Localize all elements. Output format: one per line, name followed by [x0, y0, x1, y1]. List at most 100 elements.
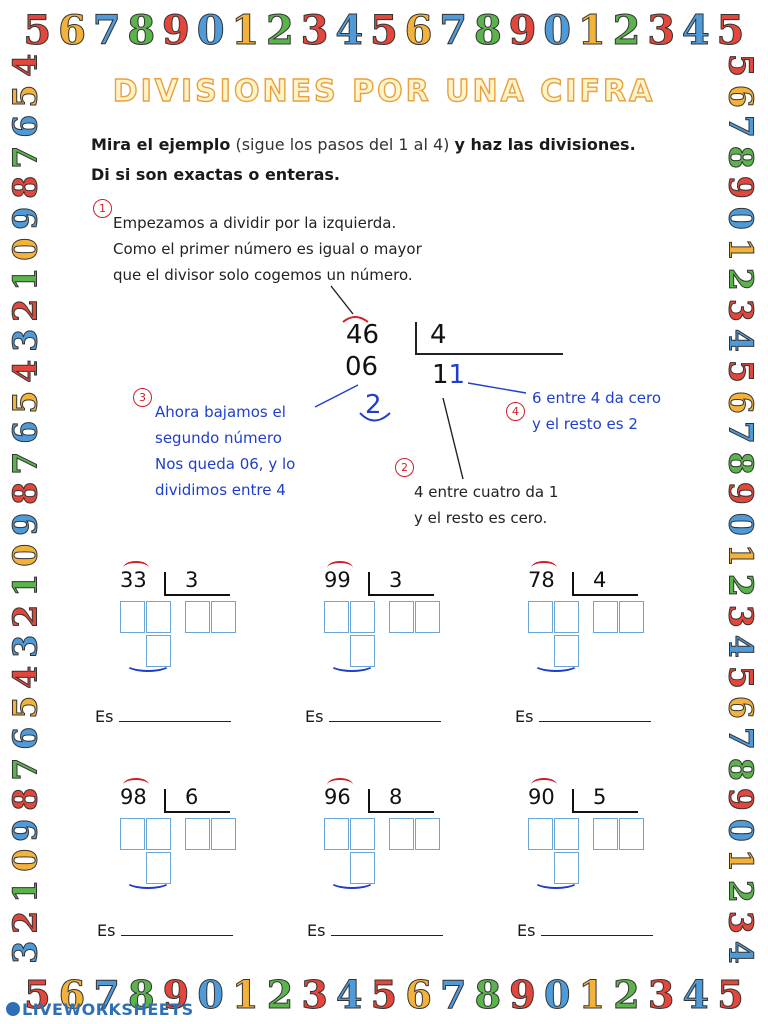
border-digit: 4 [681, 7, 710, 55]
answer-blank[interactable] [121, 923, 234, 936]
division-bracket-horizontal [368, 594, 434, 596]
liveworksheets-logo: LIVEWORKSHEETS [6, 1000, 194, 1019]
exercise-divisor: 3 [389, 568, 403, 592]
answer-line-1[interactable]: Es [95, 707, 232, 726]
partial-input-box-1[interactable] [324, 818, 349, 850]
exercise-divisor: 3 [185, 568, 199, 592]
quotient-input-box-1[interactable] [185, 818, 210, 850]
answer-line-5[interactable]: Es [307, 921, 444, 940]
answer-blank[interactable] [541, 923, 654, 936]
step-4-marker: 4 [506, 402, 525, 421]
border-digit: 0 [543, 972, 571, 1018]
division-bracket-vertical [368, 572, 370, 596]
blue-arc-mark [125, 656, 171, 672]
partial-input-box-2[interactable] [146, 601, 171, 633]
quotient-input-box-2[interactable] [211, 818, 236, 850]
step-1-text: Empezamos a dividir por la izquierda. Co… [113, 214, 422, 284]
instructions: Mira el ejemplo (sigue los pasos del 1 a… [91, 130, 711, 190]
answer-line-2[interactable]: Es [305, 707, 442, 726]
example-divisor: 4 [430, 320, 447, 350]
step-2-text: 4 entre cuatro da 1 y el resto es cero. [414, 483, 559, 527]
border-digit: 5 [370, 972, 398, 1018]
border-digit: 2 [266, 972, 294, 1018]
division-bracket-horizontal [164, 811, 230, 813]
quotient-input-box-2[interactable] [619, 601, 644, 633]
red-arc-mark [123, 561, 149, 575]
border-digit: 8 [473, 7, 502, 55]
answer-line-3[interactable]: Es [515, 707, 652, 726]
quotient-input-box-1[interactable] [593, 818, 618, 850]
example-remainder: 2 [365, 390, 382, 420]
border-digit: 5 [24, 972, 51, 1018]
answer-line-6[interactable]: Es [517, 921, 654, 940]
answer-label: Es [307, 921, 326, 940]
instructions-line2: Di si son exactas o enteras. [91, 165, 340, 184]
example-dividend: 46 [346, 320, 380, 350]
answer-line-4[interactable]: Es [97, 921, 234, 940]
division-bracket-horizontal [572, 811, 638, 813]
step-2-marker: 2 [395, 458, 414, 477]
quotient-input-box-2[interactable] [415, 818, 440, 850]
partial-input-box-1[interactable] [528, 818, 553, 850]
division-bracket-vertical [368, 789, 370, 813]
exercise-dividend: 78 [528, 568, 555, 592]
blue-arc-mark [329, 873, 375, 889]
quotient-input-box-1[interactable] [593, 601, 618, 633]
border-digit: 2 [266, 7, 295, 55]
worksheet-title: DIVISIONES POR UNA CIFRA [112, 73, 656, 109]
division-bracket-vertical [164, 572, 166, 596]
exercise-dividend: 90 [528, 785, 555, 809]
partial-input-box-1[interactable] [528, 601, 553, 633]
border-digit: 5 [369, 7, 398, 55]
border-digit: 9 [509, 972, 536, 1018]
quotient-input-box-1[interactable] [389, 601, 414, 633]
border-digit: 7 [93, 972, 120, 1018]
border-digit: 7 [439, 972, 467, 1018]
partial-input-box-1[interactable] [120, 818, 145, 850]
answer-blank[interactable] [539, 709, 652, 722]
border-digit: 0 [197, 972, 224, 1018]
instructions-part1: Mira el ejemplo [91, 135, 231, 154]
exercise-divisor: 5 [593, 785, 607, 809]
quotient-input-box-1[interactable] [389, 818, 414, 850]
answer-blank[interactable] [331, 923, 444, 936]
partial-input-box-1[interactable] [120, 601, 145, 633]
answer-blank[interactable] [119, 709, 232, 722]
partial-input-box-2[interactable] [350, 601, 375, 633]
border-digit: 8 [128, 972, 155, 1018]
answer-blank[interactable] [329, 709, 442, 722]
quotient-input-box-1[interactable] [185, 601, 210, 633]
quotient-input-box-2[interactable] [211, 601, 236, 633]
red-arc-mark [327, 561, 353, 575]
answer-label: Es [517, 921, 536, 940]
red-arc-mark [531, 778, 557, 792]
division-bracket-horizontal [164, 594, 230, 596]
partial-input-box-1[interactable] [324, 601, 349, 633]
border-digit: 5 [717, 972, 744, 1018]
border-digit: 1 [232, 972, 259, 1018]
blue-arc-mark [125, 873, 171, 889]
partial-input-box-2[interactable] [350, 818, 375, 850]
partial-input-box-2[interactable] [554, 818, 579, 850]
partial-input-box-2[interactable] [554, 601, 579, 633]
border-digit: 5 [23, 7, 52, 55]
border-digit: 7 [92, 7, 121, 55]
border-digit: 4 [336, 972, 363, 1018]
instructions-part2: (sigue los pasos del 1 al 4) [235, 135, 450, 154]
step-3-marker: 3 [133, 388, 152, 407]
border-digit: 6 [58, 7, 87, 55]
border-digit: 2 [612, 7, 641, 55]
partial-input-box-2[interactable] [146, 818, 171, 850]
border-digit: 0 [543, 7, 572, 55]
division-bracket-horizontal [368, 811, 434, 813]
border-digit: 1 [231, 7, 260, 55]
division-bracket-vertical [572, 789, 574, 813]
quotient-input-box-2[interactable] [619, 818, 644, 850]
quotient-input-box-2[interactable] [415, 601, 440, 633]
